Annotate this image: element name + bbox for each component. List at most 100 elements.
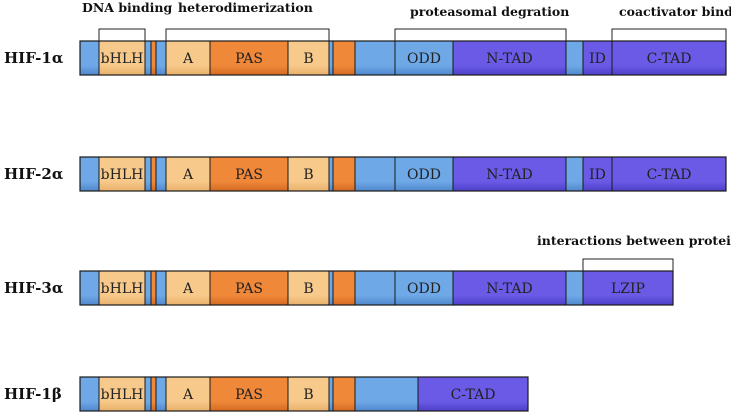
domain-segment	[611, 40, 727, 76]
domain-segment	[417, 376, 529, 412]
domain-segment	[79, 270, 100, 306]
domain-segment	[328, 156, 334, 192]
domain-segment	[328, 40, 334, 76]
domain-label: A	[182, 51, 194, 67]
domain-segment	[150, 40, 157, 76]
domain-label: ODD	[407, 51, 441, 67]
domain-segment	[79, 40, 100, 76]
protein-outline	[79, 376, 529, 412]
domain-label: bHLH	[101, 281, 144, 297]
annotation-1: heterodimerization	[165, 0, 330, 41]
annotation-bracket	[98, 28, 146, 41]
domain-label: ID	[589, 51, 606, 67]
domain-segment	[332, 376, 356, 412]
annotation-label: coactivator binding	[619, 4, 731, 19]
row-label: HIF-1β	[4, 385, 62, 403]
domain-segment	[79, 156, 100, 192]
domain-segment	[328, 270, 334, 306]
domain-segment	[150, 156, 157, 192]
annotation-4: interactions between proteins	[537, 233, 731, 271]
domain-label: bHLH	[101, 387, 144, 403]
domain-label: B	[303, 387, 313, 403]
domain-segment	[155, 376, 167, 412]
domain-label: B	[303, 51, 313, 67]
domain-label: A	[182, 281, 194, 297]
annotation-label: DNA binding	[82, 0, 172, 15]
domain-label: ODD	[407, 281, 441, 297]
domain-segment	[332, 156, 356, 192]
row-label: HIF-3α	[4, 279, 64, 297]
row-label: HIF-2α	[4, 165, 64, 183]
annotation-label: interactions between proteins	[537, 233, 731, 248]
domain-segment	[98, 376, 146, 412]
annotation-3: coactivator binding	[611, 4, 731, 41]
domain-label: bHLH	[101, 51, 144, 67]
domain-segment	[155, 156, 167, 192]
domain-segment	[354, 40, 396, 76]
domain-label: N-TAD	[486, 51, 532, 67]
domain-label: bHLH	[101, 167, 144, 183]
domain-segment	[144, 40, 152, 76]
domain-label: C-TAD	[647, 167, 692, 183]
domain-segment	[144, 376, 152, 412]
annotation-0: DNA binding	[82, 0, 172, 41]
domain-segment	[209, 156, 289, 192]
domain-segment	[79, 376, 100, 412]
protein-row-2: HIF-3α bHLH A PAS B ODD N-TAD LZIP	[4, 270, 674, 306]
domain-segment	[155, 40, 167, 76]
domain-segment	[565, 40, 584, 76]
domain-label: B	[303, 167, 313, 183]
domain-segment	[209, 376, 289, 412]
domain-segment	[565, 270, 584, 306]
domain-segment	[287, 376, 330, 412]
domain-segment	[150, 376, 157, 412]
domain-label: PAS	[235, 51, 263, 67]
domain-label: C-TAD	[647, 51, 692, 67]
protein-outline	[79, 156, 727, 192]
domain-label: N-TAD	[486, 281, 532, 297]
domain-segment	[144, 270, 152, 306]
domain-segment	[354, 376, 419, 412]
protein-outline	[79, 270, 674, 306]
domain-label: B	[303, 281, 313, 297]
domain-segment	[155, 270, 167, 306]
domain-segment	[452, 270, 567, 306]
domain-label: A	[182, 387, 194, 403]
domain-segment	[332, 270, 356, 306]
domain-segment	[144, 156, 152, 192]
domain-label: C-TAD	[451, 387, 496, 403]
domain-label: PAS	[235, 387, 263, 403]
domain-label: PAS	[235, 167, 263, 183]
annotation-bracket	[582, 258, 674, 271]
domain-segment	[354, 270, 396, 306]
domain-segment	[165, 270, 211, 306]
annotation-bracket	[394, 28, 567, 41]
domain-segment	[565, 156, 584, 192]
domain-segment	[98, 270, 146, 306]
annotation-bracket	[611, 28, 727, 41]
domain-segment	[287, 156, 330, 192]
annotation-label: proteasomal degration	[410, 4, 569, 19]
annotation-label: heterodimerization	[178, 0, 313, 15]
domain-segment	[452, 40, 567, 76]
domain-label: ID	[589, 167, 606, 183]
protein-row-0: HIF-1α bHLH A PAS B ODD N-TAD ID C-TAD	[4, 40, 727, 76]
domain-segment	[452, 156, 567, 192]
protein-outline	[79, 40, 727, 76]
domain-segment	[165, 40, 211, 76]
domain-label: ODD	[407, 167, 441, 183]
domain-segment	[332, 40, 356, 76]
annotation-2: proteasomal degration	[394, 4, 569, 41]
domain-segment	[150, 270, 157, 306]
domain-label: PAS	[235, 281, 263, 297]
domain-segment	[328, 376, 334, 412]
protein-row-3: HIF-1β bHLH A PAS B C-TAD	[4, 376, 529, 412]
annotation-bracket	[165, 28, 330, 41]
domain-label: A	[182, 167, 194, 183]
domain-label: LZIP	[611, 281, 645, 297]
domain-segment	[354, 156, 396, 192]
row-label: HIF-1α	[4, 49, 64, 67]
